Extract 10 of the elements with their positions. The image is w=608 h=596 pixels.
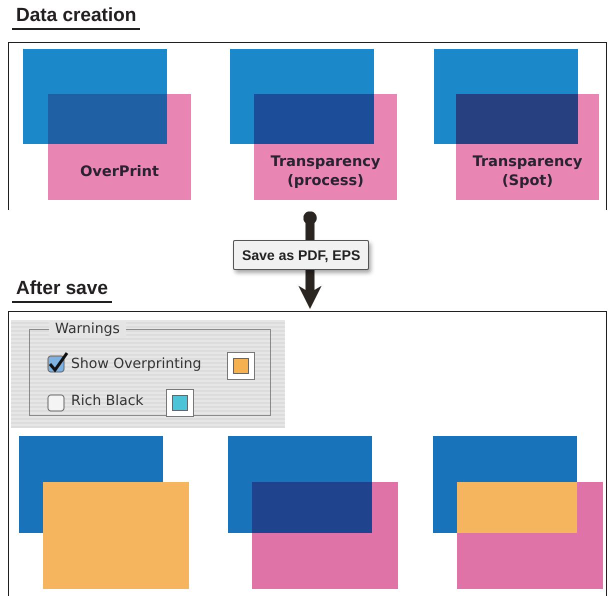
group-title: Warnings bbox=[49, 321, 126, 338]
sample-label: OverPrint bbox=[79, 162, 160, 182]
section-heading: After save bbox=[12, 278, 112, 303]
edge-label: Save as PDF, EPS bbox=[233, 240, 370, 270]
warnings-dialog bbox=[11, 320, 285, 428]
checkbox-label: Rich Black bbox=[71, 393, 144, 410]
sample-label: Transparency (Spot) bbox=[472, 153, 584, 191]
sample-label: Transparency (process) bbox=[270, 153, 382, 191]
section-heading: Data creation bbox=[12, 5, 140, 30]
checkbox-label: Show Overprinting bbox=[71, 356, 202, 373]
